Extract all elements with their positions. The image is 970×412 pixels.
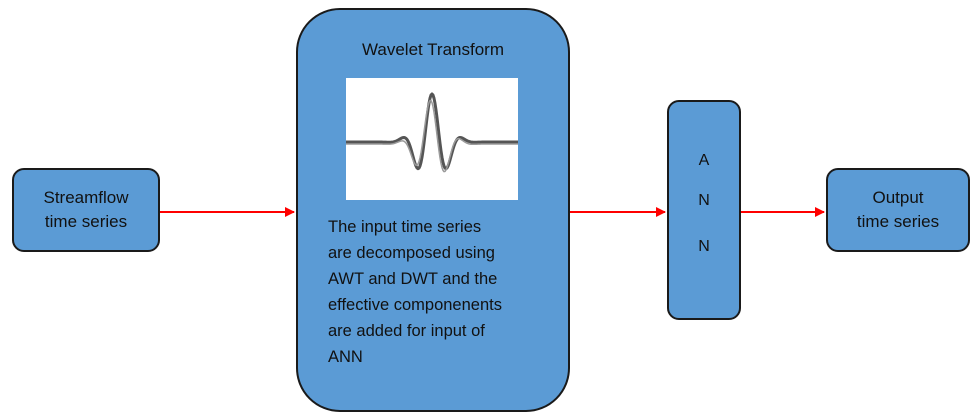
streamflow-input-label: Streamflow time series (43, 186, 128, 234)
wavelet-description-line: AWT and DWT and the (328, 270, 498, 288)
output-label-line2: time series (856, 212, 940, 231)
wavelet-transform-box: Wavelet Transform The input time series … (296, 8, 570, 412)
ann-letter-n2: N (698, 238, 710, 255)
streamflow-input-box: Streamflow time series (12, 168, 160, 252)
ann-letter-n1: N (698, 192, 710, 209)
wavelet-description-line: ANN (328, 348, 363, 366)
output-label: Output time series (857, 186, 939, 234)
wavelet-description-line: are decomposed using (328, 244, 495, 262)
output-time-series-box: Output time series (826, 168, 970, 252)
input-label-line1: Streamflow (43, 188, 129, 207)
wavelet-description-line: are added for input of (328, 322, 485, 340)
wavelet-description-line: effective componenents (328, 296, 502, 314)
wavelet-transform-title: Wavelet Transform (361, 40, 505, 59)
wavelet-waveform-icon (346, 78, 518, 200)
wavelet-description: The input time series are decomposed usi… (328, 214, 540, 370)
output-label-line1: Output (872, 188, 924, 207)
input-label-line2: time series (44, 212, 128, 231)
wavelet-description-line: The input time series (328, 218, 482, 236)
ann-box: A N N (667, 100, 741, 320)
ann-letter-a: A (698, 152, 710, 169)
